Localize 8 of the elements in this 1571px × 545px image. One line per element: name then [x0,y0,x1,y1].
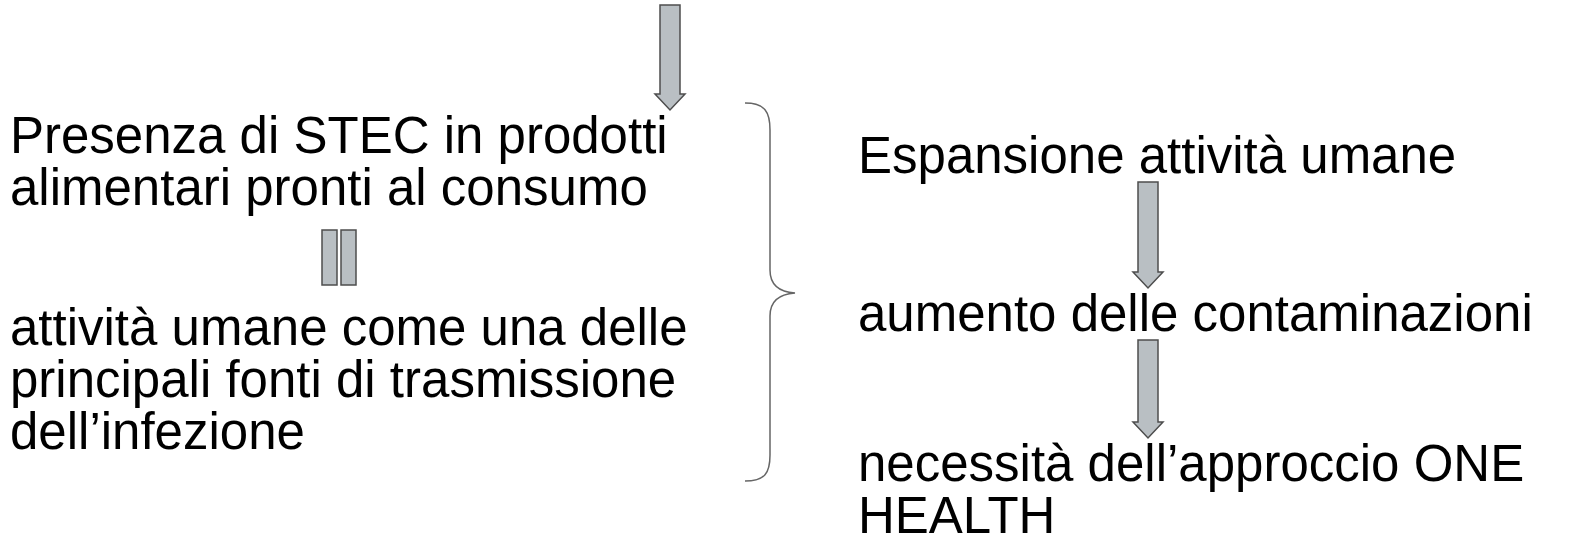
node-text: aumento delle contaminazioni [858,288,1534,340]
node-text: Espansione attività umane [858,130,1458,182]
node-text: Presenza di STEC in prodotti alimentari pronti al consumo [10,110,669,214]
node-text: necessità dell’approccio ONE HEALTH [858,438,1526,542]
block-arrow [653,4,687,112]
block-arrow [1131,181,1165,290]
block-arrow [1131,339,1165,440]
node-text: attività umane come una delle principali fonti di trasmissione dell’infezione [10,302,689,458]
